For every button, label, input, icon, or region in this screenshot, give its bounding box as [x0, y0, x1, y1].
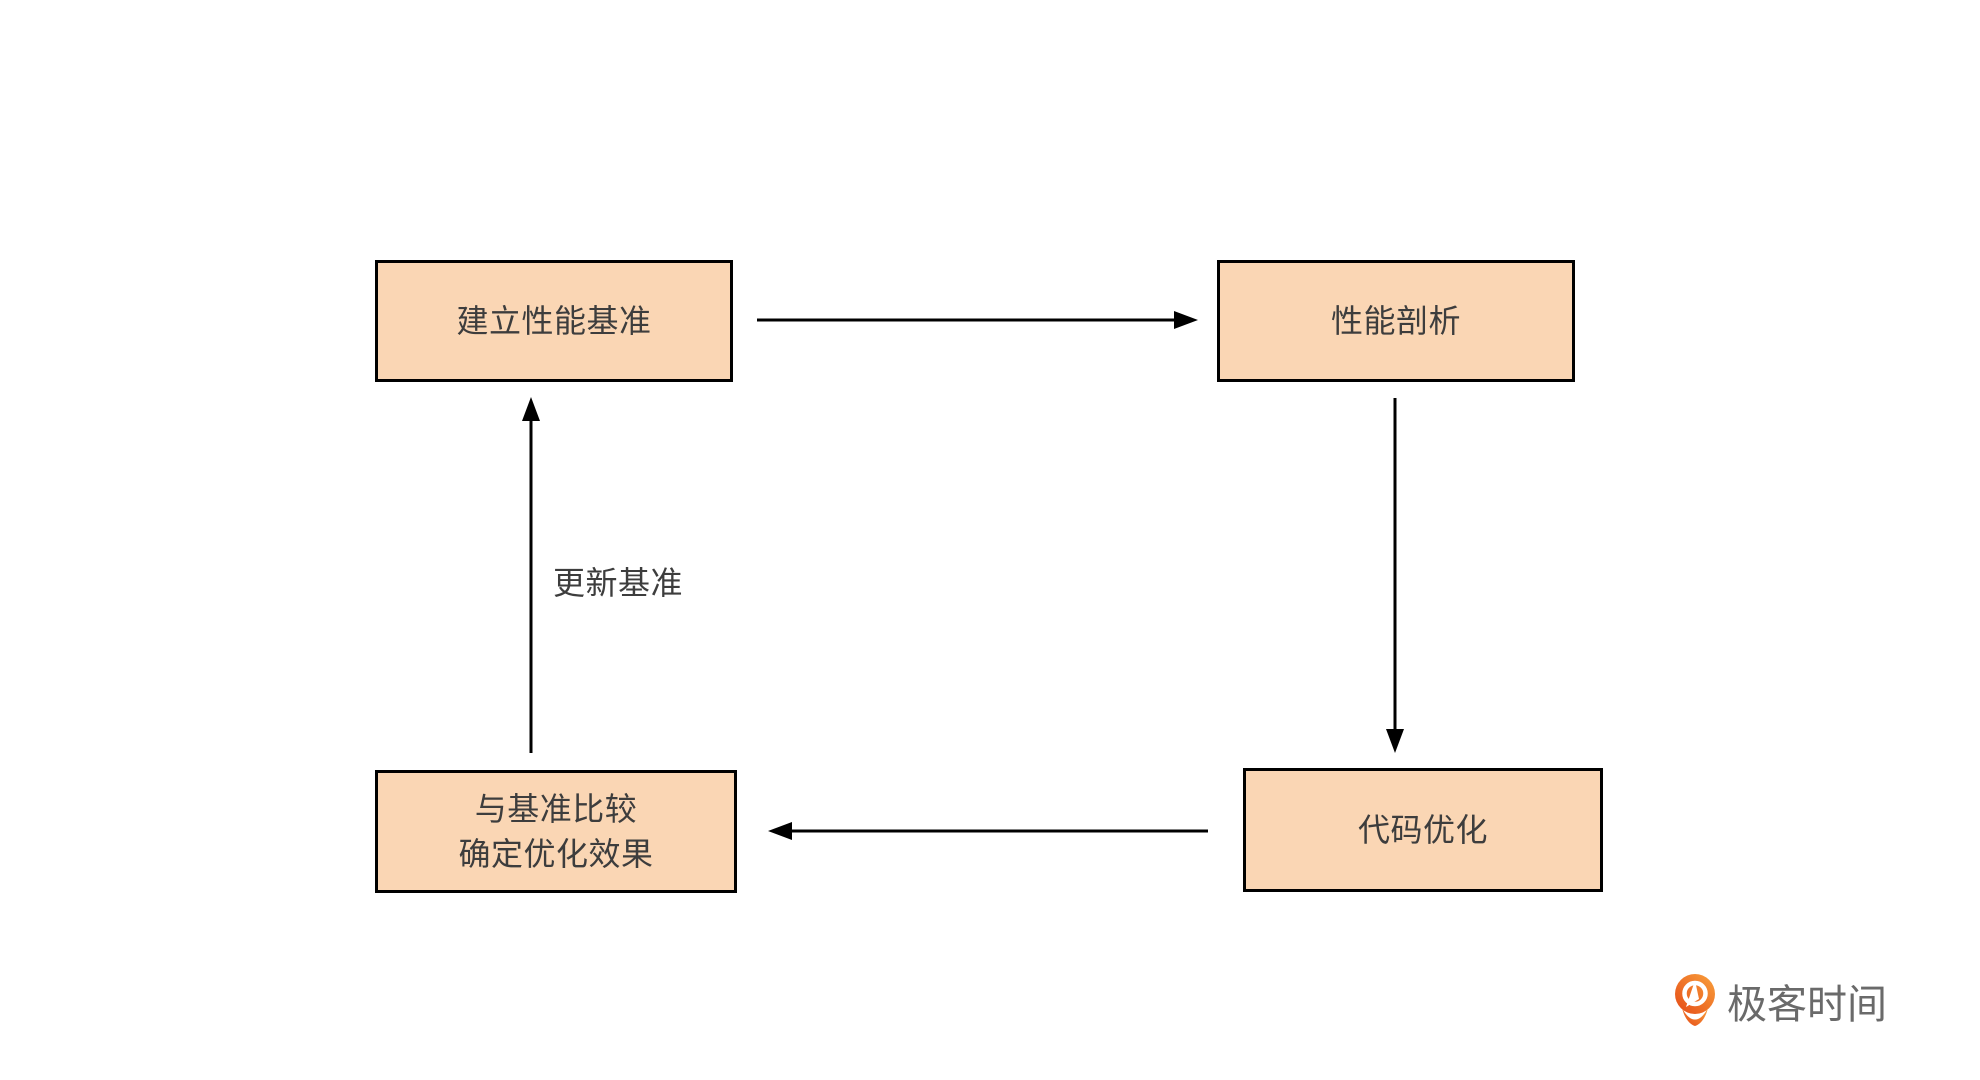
- node-performance-profiling: 性能剖析: [1217, 260, 1575, 382]
- arrow-baseline-to-profiling: [757, 311, 1198, 329]
- arrow-compare-to-baseline: [522, 397, 540, 753]
- geektime-logo-text: 极客时间: [1727, 983, 1887, 1027]
- node-label-line2: 确定优化效果: [458, 835, 654, 872]
- node-label: 性能剖析: [1330, 302, 1461, 339]
- arrow-profiling-to-optimization: [1386, 398, 1404, 753]
- node-code-optimization: 代码优化: [1243, 768, 1603, 892]
- edge-label-update-baseline: 更新基准: [553, 565, 684, 601]
- arrow-optimization-to-compare: [768, 822, 1208, 840]
- geektime-logo-icon: [1675, 974, 1715, 1026]
- node-label: 建立性能基准: [456, 302, 652, 339]
- node-label-line1: 与基准比较: [474, 790, 638, 827]
- node-establish-baseline: 建立性能基准: [375, 260, 733, 382]
- geektime-logo: 极客时间: [1674, 972, 1887, 1030]
- node-compare-baseline: 与基准比较 确定优化效果: [375, 770, 737, 893]
- node-label: 代码优化: [1357, 811, 1488, 848]
